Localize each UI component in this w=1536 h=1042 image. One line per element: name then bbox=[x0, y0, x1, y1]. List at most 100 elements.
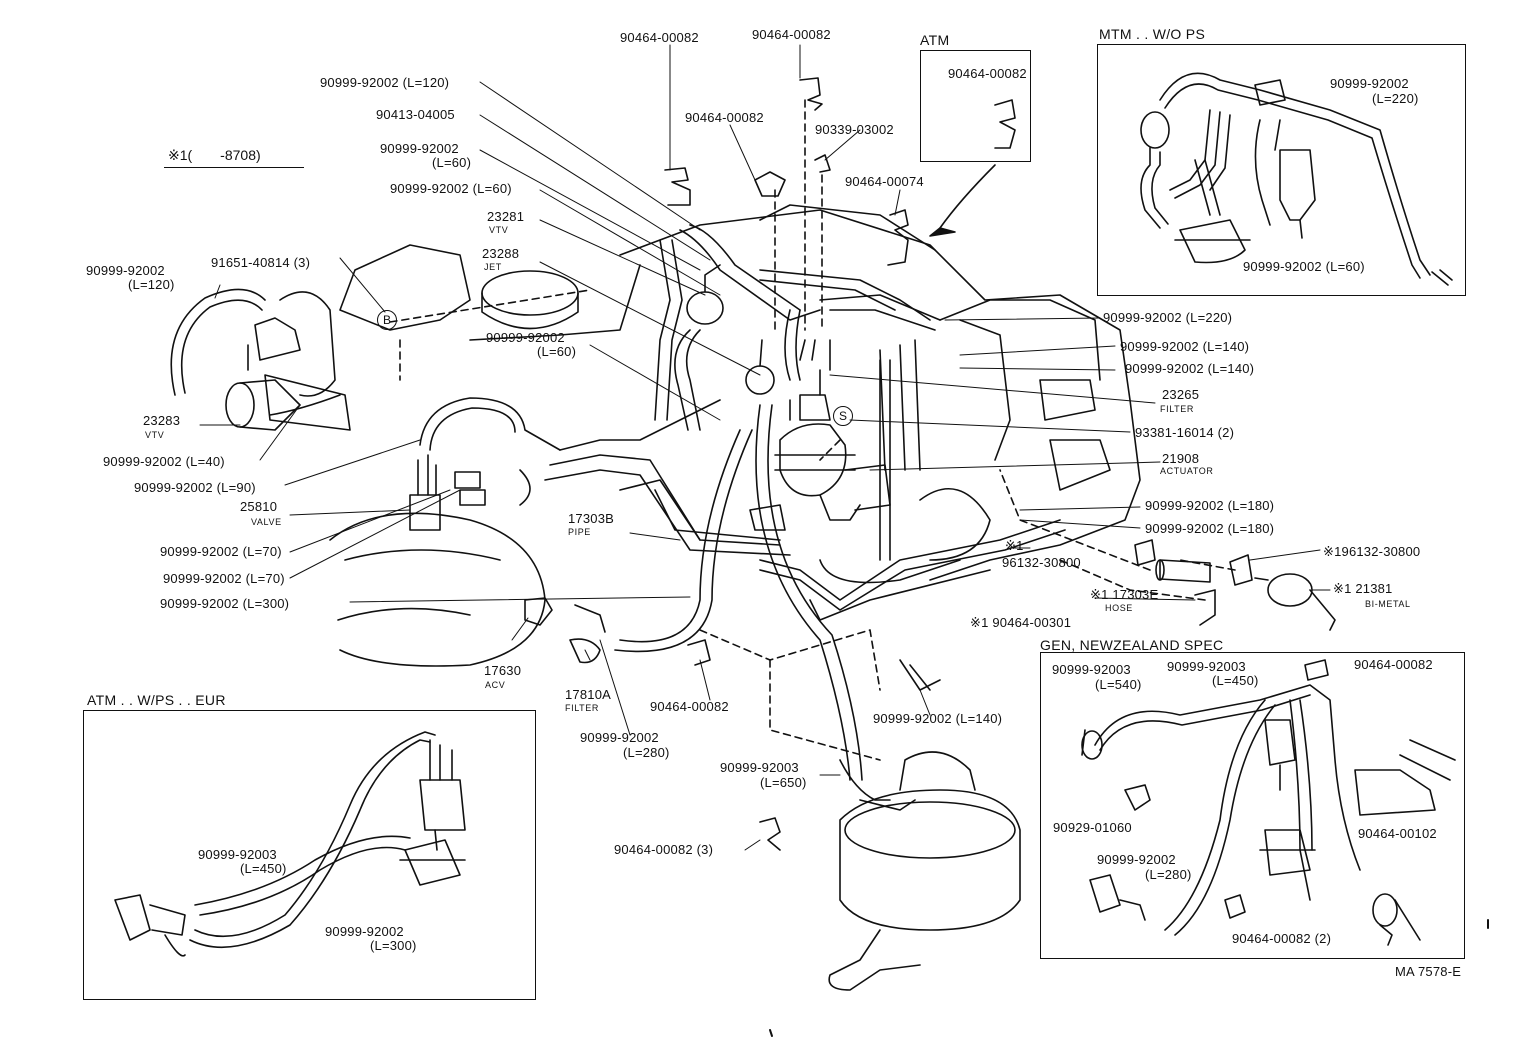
part-label: (L=280) bbox=[1145, 867, 1192, 882]
part-label: 90339-03002 bbox=[815, 122, 894, 137]
part-sublabel: VTV bbox=[145, 430, 165, 440]
part-label: 90464-00082 bbox=[752, 27, 831, 42]
part-label: ※1 17303E bbox=[1090, 587, 1159, 602]
part-label: (L=280) bbox=[623, 745, 670, 760]
part-sublabel: FILTER bbox=[565, 703, 599, 713]
part-sublabel: ACV bbox=[485, 680, 506, 690]
part-label: 90464-00082 bbox=[948, 66, 1027, 81]
gen-nz-inset-art bbox=[1081, 659, 1456, 946]
atm-eur-inset-art bbox=[114, 731, 466, 957]
air-intake bbox=[264, 244, 579, 431]
part-label: 90999-92002 (L=70) bbox=[160, 544, 282, 559]
part-label: 90999-92002 (L=70) bbox=[163, 571, 285, 586]
part-label: 90464-00082 bbox=[685, 110, 764, 125]
part-label: 90999-92002 (L=140) bbox=[1125, 361, 1255, 376]
gen-nz-inset-box bbox=[1040, 652, 1465, 959]
part-label: 23288 bbox=[482, 246, 520, 261]
part-label: 17630 bbox=[484, 663, 522, 678]
part-label: 90929-01060 bbox=[1053, 820, 1132, 835]
part-label: 17810A bbox=[565, 687, 612, 702]
part-label: 90999-92003 bbox=[720, 760, 799, 775]
part-label: (L=650) bbox=[760, 775, 807, 790]
part-label: (L=450) bbox=[240, 861, 287, 876]
mtm-inset-box bbox=[1097, 44, 1466, 296]
part-label: ※1 21381 bbox=[1333, 581, 1393, 596]
part-sublabel: VTV bbox=[489, 225, 509, 235]
marker-s: S bbox=[833, 406, 853, 426]
part-sublabel: JET bbox=[484, 262, 502, 272]
transmission-housing bbox=[329, 512, 546, 667]
part-label: 90464-00074 bbox=[845, 174, 924, 189]
part-label: 21908 bbox=[1162, 451, 1200, 466]
part-label: 90999-92002 (L=60) bbox=[390, 181, 512, 196]
part-label: 90999-92002 (L=140) bbox=[1120, 339, 1250, 354]
part-label: 17303B bbox=[568, 511, 615, 526]
part-label: 96132-30800 bbox=[1002, 555, 1081, 570]
part-label: 90999-92002 bbox=[1097, 852, 1176, 867]
part-label: 90999-92003 bbox=[1167, 659, 1246, 674]
gen-nz-inset-title: GEN, NEWZEALAND SPEC bbox=[1040, 637, 1224, 653]
part-label: (L=540) bbox=[1095, 677, 1142, 692]
part-label: 90464-00102 bbox=[1358, 826, 1437, 841]
part-label: 23265 bbox=[1162, 387, 1200, 402]
part-sublabel: ACTUATOR bbox=[1160, 466, 1214, 476]
atm-inset-box bbox=[920, 50, 1031, 162]
part-label: 90999-92002 (L=140) bbox=[873, 711, 1003, 726]
hose-runs bbox=[170, 224, 1066, 801]
part-label: (L=60) bbox=[432, 155, 472, 170]
part-label: 90999-92002 bbox=[580, 730, 659, 745]
header-note: ※1( -8708) bbox=[168, 147, 261, 163]
part-label: 23281 bbox=[487, 209, 525, 224]
part-label: 90999-92003 bbox=[198, 847, 277, 862]
part-label: 90999-92002 (L=220) bbox=[1103, 310, 1233, 325]
part-sublabel: FILTER bbox=[1160, 404, 1194, 414]
part-label: 90464-00082 bbox=[1354, 657, 1433, 672]
part-label: 90999-92002 (L=300) bbox=[160, 596, 290, 611]
mtm-inset-art bbox=[1140, 72, 1453, 286]
hose-clips bbox=[664, 77, 1253, 851]
part-sublabel: BI-METAL bbox=[1365, 599, 1411, 609]
label-leaders bbox=[199, 44, 1331, 851]
engine-block bbox=[469, 204, 1141, 581]
part-label: (L=450) bbox=[1212, 673, 1259, 688]
part-label: 90999-92002 (L=120) bbox=[320, 75, 450, 90]
part-label: 90999-92002 bbox=[380, 141, 459, 156]
part-label: (L=220) bbox=[1372, 91, 1419, 106]
part-label: 90464-00082 bbox=[650, 699, 729, 714]
canister bbox=[828, 751, 1021, 991]
figure-code: MA 7578-E bbox=[1395, 964, 1462, 979]
part-label: 90999-92003 bbox=[1052, 662, 1131, 677]
part-label: 90999-92002 (L=180) bbox=[1145, 521, 1275, 536]
part-sublabel: PIPE bbox=[568, 527, 591, 537]
part-label: 90999-92002 bbox=[486, 330, 565, 345]
part-label: 23283 bbox=[143, 413, 181, 428]
part-label: 90999-92002 bbox=[1330, 76, 1409, 91]
part-label: 90999-92002 bbox=[86, 263, 165, 278]
atm-inset-art bbox=[929, 99, 1016, 237]
part-label: ※1 90464-00301 bbox=[970, 615, 1072, 630]
part-sublabel: VALVE bbox=[251, 517, 282, 527]
part-label: 90413-04005 bbox=[376, 107, 455, 122]
atm-inset-title: ATM bbox=[920, 32, 950, 48]
mtm-inset-title: MTM . . W/O PS bbox=[1099, 26, 1206, 42]
atm-eur-inset-box bbox=[83, 710, 536, 1000]
part-label: 90999-92002 (L=60) bbox=[1243, 259, 1365, 274]
part-label: 25810 bbox=[240, 499, 278, 514]
header-note-underline bbox=[164, 167, 304, 168]
part-label: 90464-00082 (2) bbox=[1232, 931, 1332, 946]
dashed-leaders bbox=[389, 99, 1236, 761]
part-label: ※1 bbox=[1005, 538, 1024, 553]
part-sublabel: HOSE bbox=[1105, 603, 1133, 613]
part-label: 90999-92002 (L=40) bbox=[103, 454, 225, 469]
part-label: 91651-40814 (3) bbox=[211, 255, 311, 270]
part-label: (L=300) bbox=[370, 938, 417, 953]
part-label: ※196132-30800 bbox=[1323, 544, 1421, 559]
part-label: 90464-00082 bbox=[620, 30, 699, 45]
part-label: (L=120) bbox=[128, 277, 175, 292]
part-label: 93381-16014 (2) bbox=[1135, 425, 1235, 440]
part-label: 90999-92002 bbox=[325, 924, 404, 939]
bimetal-vsv bbox=[1155, 559, 1336, 631]
part-label: 90464-00082 (3) bbox=[614, 842, 714, 857]
part-label: 90999-92002 (L=180) bbox=[1145, 498, 1275, 513]
